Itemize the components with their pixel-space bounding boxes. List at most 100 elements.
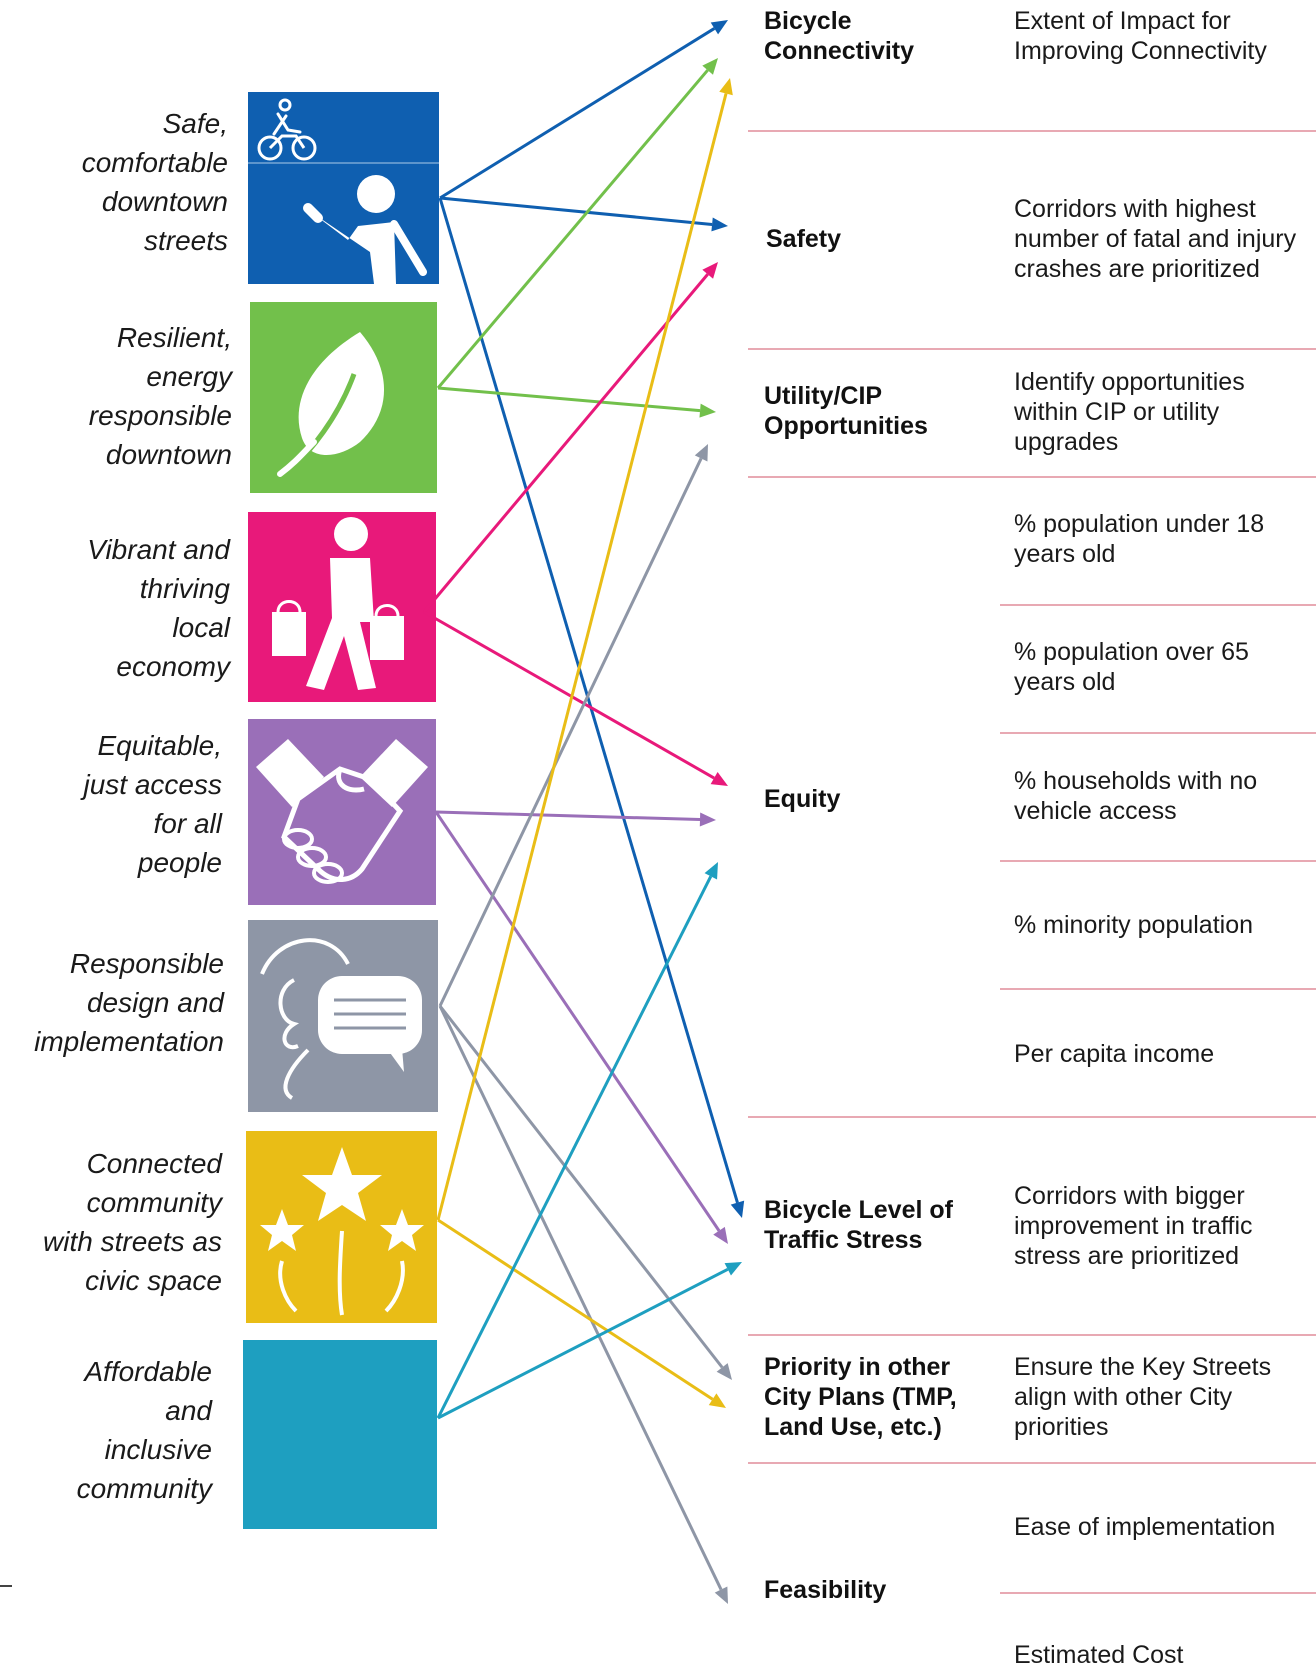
criterion-equity: Equity xyxy=(764,784,840,814)
arrow-connected-to-priority xyxy=(437,1218,726,1408)
arrow-connected-to-bike_conn xyxy=(436,78,733,1221)
goal-label-line: people xyxy=(137,847,222,878)
criterion-line: Connectivity xyxy=(764,37,915,65)
goal-label-line: Vibrant and xyxy=(87,534,230,565)
criterion-safety: Safety xyxy=(766,224,841,254)
goal-label-line: comfortable xyxy=(81,147,228,178)
criterion-description: Per capita income xyxy=(1014,1039,1214,1069)
goal-tile-resilient xyxy=(250,302,437,493)
goal-tile-affordable xyxy=(243,1340,437,1529)
criterion-line: Opportunities xyxy=(764,412,928,440)
description-line: Estimated Cost xyxy=(1014,1641,1184,1669)
criterion-feasibility: Feasibility xyxy=(764,1575,886,1605)
description-line: within CIP or utility xyxy=(1014,398,1220,426)
description-line: crashes are prioritized xyxy=(1014,255,1260,283)
description-line: upgrades xyxy=(1014,428,1119,456)
arrow-responsible-to-priority xyxy=(438,1005,732,1380)
goal-label-line: energy xyxy=(146,361,232,392)
goal-label-line: local xyxy=(172,612,230,643)
description-line: Corridors with bigger xyxy=(1014,1182,1245,1210)
criterion-description: Estimated Cost xyxy=(1014,1640,1184,1670)
arrow-responsible-to-feasibility xyxy=(438,1005,728,1604)
criterion-line: Land Use, etc.) xyxy=(764,1413,942,1441)
goal-label-line: Affordable xyxy=(84,1356,212,1387)
arrow-responsible-to-utility xyxy=(438,444,708,1007)
handshake-icon xyxy=(256,739,428,884)
leaf-icon xyxy=(277,332,385,477)
arrow-safe-to-safety xyxy=(439,196,728,232)
goal-tile-responsible xyxy=(248,920,438,1112)
goal-tile-vibrant xyxy=(248,512,436,702)
description-line: % minority population xyxy=(1014,911,1254,939)
divider xyxy=(748,1116,1316,1118)
divider xyxy=(1000,860,1316,862)
goal-label-line: Connected xyxy=(86,1148,222,1179)
divider xyxy=(748,348,1316,350)
criterion-description: Ease of implementation xyxy=(1014,1512,1275,1542)
goal-label-line: just access xyxy=(83,769,223,800)
goal-label-line: downtown xyxy=(105,439,232,470)
goal-label-line: thriving xyxy=(139,573,230,604)
criterion-line: City Plans (TMP, xyxy=(764,1383,957,1411)
description-line: % population over 65 xyxy=(1014,638,1249,666)
description-line: Ease of implementation xyxy=(1014,1513,1276,1541)
arrow-resilient-to-utility xyxy=(437,386,716,418)
divider xyxy=(748,1334,1316,1336)
goal-label-line: responsible xyxy=(88,400,232,431)
criterion-line: Traffic Stress xyxy=(764,1226,923,1254)
criterion-line: Safety xyxy=(766,225,842,253)
arrow-resilient-to-bike_conn xyxy=(436,58,718,389)
description-line: years old xyxy=(1014,668,1116,696)
goal-label-connected: Connected community with streets as civic s… xyxy=(43,1144,222,1300)
criterion-line: Bicycle Level of xyxy=(764,1196,953,1224)
shopper-icon xyxy=(272,517,404,690)
goal-label-line: inclusive xyxy=(104,1434,212,1465)
arrow-vibrant-to-equity xyxy=(423,610,728,786)
criterion-line: Priority in other xyxy=(764,1353,951,1381)
goal-label-line: design and xyxy=(86,987,224,1018)
description-line: stress are prioritized xyxy=(1014,1242,1240,1270)
arrow-affordable-to-equity xyxy=(436,862,718,1419)
arrow-safe-to-blts xyxy=(438,197,745,1218)
goal-label-line: with streets as xyxy=(43,1226,222,1257)
goal-label-line: implementation xyxy=(34,1026,224,1057)
criterion-line: Feasibility xyxy=(764,1576,887,1604)
arrow-safe-to-bike_conn xyxy=(439,20,728,200)
bicycle-pedestrian-icon xyxy=(248,98,439,284)
goal-label-line: Equitable, xyxy=(97,730,222,761)
description-line: Improving Connectivity xyxy=(1014,37,1267,65)
goal-label-line: economy xyxy=(116,651,230,682)
divider xyxy=(1000,1592,1316,1594)
goal-label-line: civic space xyxy=(85,1265,222,1296)
description-line: Corridors with highest xyxy=(1014,195,1256,223)
arrow-equitable-to-blts xyxy=(434,811,728,1244)
description-line: Extent of Impact for xyxy=(1014,7,1231,35)
goal-label-line: Safe, xyxy=(162,108,228,139)
criterion-line: Utility/CIP xyxy=(764,382,883,410)
arrow-equitable-to-equity xyxy=(435,810,716,827)
stars-icon xyxy=(260,1147,424,1316)
description-line: improvement in traffic xyxy=(1014,1212,1253,1240)
description-line: number of fatal and injury xyxy=(1014,225,1297,253)
margin-mark xyxy=(0,1585,12,1587)
criterion-description: % minority population xyxy=(1014,910,1253,940)
divider xyxy=(748,1462,1316,1464)
description-line: % households with no xyxy=(1014,767,1258,795)
goal-label-equitable: Equitable, just access for all people xyxy=(84,726,223,882)
goal-label-line: community xyxy=(86,1187,222,1218)
goal-label-line: for all xyxy=(153,808,222,839)
description-line: Ensure the Key Streets xyxy=(1014,1353,1272,1381)
